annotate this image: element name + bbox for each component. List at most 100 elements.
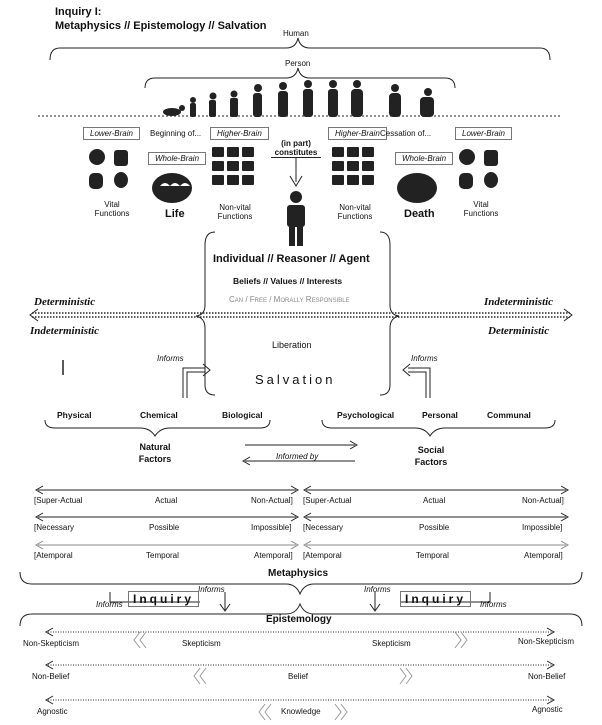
nonvital-icons-left bbox=[212, 147, 254, 186]
thought-icon bbox=[362, 147, 374, 157]
whole-brain-right-box: Whole-Brain bbox=[395, 152, 454, 165]
core-title: Individual // Reasoner // Agent bbox=[213, 253, 370, 265]
natural-biological: Biological bbox=[222, 410, 263, 420]
scale-right-r3-c: Atemporal] bbox=[524, 551, 563, 560]
informed-by-label: Informed by bbox=[276, 452, 319, 461]
inquiry-right-informs-bottom: Informs bbox=[480, 600, 507, 609]
inquiry-right-informs-top: Informs bbox=[364, 585, 391, 594]
constitutes-text: constitutes bbox=[274, 148, 318, 157]
epist-r3-agnostic-right: Agnostic bbox=[532, 705, 563, 714]
network-icon bbox=[347, 161, 359, 171]
presentation-icon bbox=[332, 161, 344, 171]
whole-brain-left-box: Whole-Brain bbox=[148, 152, 207, 165]
core-sub: Beliefs // Values // Interests bbox=[233, 276, 343, 286]
grid-icon bbox=[332, 175, 344, 185]
higher-brain-right-box: Higher-Brain bbox=[328, 127, 387, 140]
vital-left-l1: Vital bbox=[104, 200, 120, 209]
liberation-label: Liberation bbox=[272, 340, 312, 350]
epist-r3-agnostic-left: Agnostic bbox=[37, 707, 68, 716]
save-icon bbox=[362, 161, 374, 171]
natural-chemical: Chemical bbox=[140, 410, 178, 420]
person-label: Person bbox=[285, 59, 311, 68]
inquiry-left-informs-bottom: Informs bbox=[96, 600, 123, 609]
beginning-label: Beginning of... bbox=[150, 129, 202, 138]
scale-right-r1-c: Non-Actual] bbox=[522, 496, 564, 505]
natural-l2: Factors bbox=[138, 454, 172, 464]
death-label: Death bbox=[404, 208, 435, 220]
scale-right-r2-c: Impossible] bbox=[522, 523, 563, 532]
vital-right-l1: Vital bbox=[473, 200, 489, 209]
informs-right: Informs bbox=[411, 354, 438, 363]
id-card-icon bbox=[332, 147, 344, 157]
nonvital-left-l1: Non-vital bbox=[219, 203, 251, 212]
image-icon bbox=[347, 147, 359, 157]
core-can: Can / Free / Morally Responsible bbox=[229, 295, 350, 304]
inquiry-right-box: Inquiry bbox=[400, 591, 472, 607]
grid-icon bbox=[212, 175, 224, 185]
epist-r1-skepticism-left: Skepticism bbox=[182, 639, 221, 648]
social-communal: Communal bbox=[487, 410, 531, 420]
save-icon bbox=[242, 161, 254, 171]
higher-brain-left-box: Higher-Brain bbox=[210, 127, 269, 140]
scale-left-r2-c: Impossible] bbox=[251, 523, 292, 532]
disk-icon bbox=[242, 175, 254, 185]
deterministic-right: Deterministic bbox=[488, 325, 550, 337]
lower-brain-right-box: Lower-Brain bbox=[455, 127, 512, 140]
inquiry-left-informs-top: Informs bbox=[198, 585, 225, 594]
scale-left-r1-b: Actual bbox=[155, 496, 178, 505]
scale-right-r3-b: Temporal bbox=[416, 551, 449, 560]
social-l1: Social bbox=[417, 445, 445, 455]
vital-right-l2: Functions bbox=[463, 209, 499, 218]
natural-physical: Physical bbox=[57, 410, 92, 420]
epist-r1-skepticism-right: Skepticism bbox=[372, 639, 411, 648]
human-label: Human bbox=[283, 29, 309, 38]
nonvital-right-l2: Functions bbox=[337, 212, 373, 221]
epist-r2-belief: Belief bbox=[288, 672, 309, 681]
epist-r1-non-skepticism-left: Non-Skepticism bbox=[23, 639, 80, 648]
nonvital-icons-right bbox=[332, 147, 374, 186]
title-line1: Inquiry I: bbox=[55, 6, 102, 18]
in-part-text: (in part) bbox=[281, 139, 311, 148]
presentation-icon bbox=[212, 161, 224, 171]
social-l2: Factors bbox=[414, 457, 448, 467]
indeterministic-right: Indeterministic bbox=[484, 296, 554, 308]
cessation-label: Cessation of... bbox=[380, 129, 432, 138]
salvation-label: Salvation bbox=[255, 372, 336, 387]
indeterministic-left: Indeterministic bbox=[30, 325, 100, 337]
metaphysics-label: Metaphysics bbox=[268, 568, 329, 579]
nonvital-right-l1: Non-vital bbox=[339, 203, 371, 212]
epist-r3-knowledge: Knowledge bbox=[281, 707, 321, 716]
vital-left-l2: Functions bbox=[94, 209, 130, 218]
natural-l1: Natural bbox=[139, 442, 171, 452]
scale-left-r3-a: [Atemporal bbox=[34, 551, 73, 560]
in-part-constitutes: (in part) constitutes bbox=[271, 139, 321, 158]
deterministic-left: Deterministic bbox=[34, 296, 96, 308]
scale-left-r2-b: Possible bbox=[149, 523, 180, 532]
scale-right-r1-a: [Super-Actual bbox=[303, 496, 352, 505]
social-personal: Personal bbox=[422, 410, 458, 420]
scale-right-r2-a: [Necessary bbox=[303, 523, 344, 532]
scale-left-r1-a: [Super-Actual bbox=[34, 496, 83, 505]
epist-r2-non-belief-left: Non-Belief bbox=[32, 672, 70, 681]
image-icon bbox=[227, 147, 239, 157]
disk-icon bbox=[362, 175, 374, 185]
thought-icon bbox=[242, 147, 254, 157]
epist-r2-non-belief-right: Non-Belief bbox=[528, 672, 566, 681]
id-card-icon bbox=[212, 147, 224, 157]
lower-brain-left-box: Lower-Brain bbox=[83, 127, 140, 140]
life-label: Life bbox=[165, 208, 185, 220]
people-icon bbox=[347, 175, 359, 185]
scale-left-r2-a: [Necessary bbox=[34, 523, 75, 532]
scale-right-r3-a: [Atemporal bbox=[303, 551, 342, 560]
people-icon bbox=[227, 175, 239, 185]
nonvital-left-l2: Functions bbox=[217, 212, 253, 221]
scale-left-r1-c: Non-Actual] bbox=[251, 496, 293, 505]
scale-left-r3-b: Temporal bbox=[146, 551, 179, 560]
network-icon bbox=[227, 161, 239, 171]
